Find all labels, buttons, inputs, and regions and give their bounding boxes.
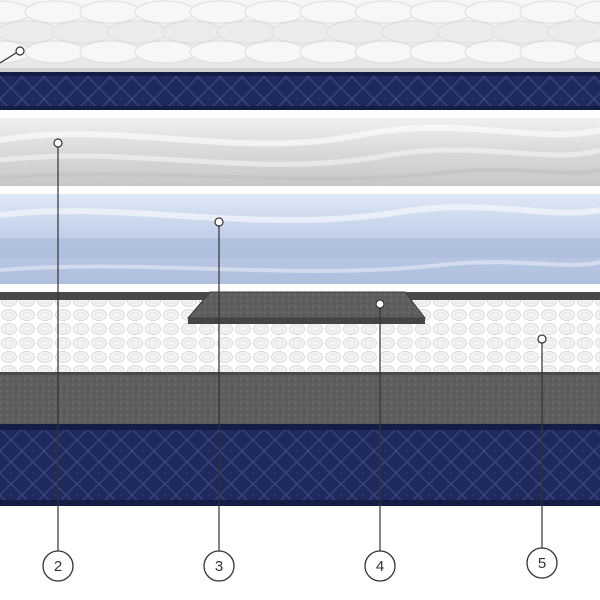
- quilt-bump: [574, 0, 600, 24]
- quilt-bump: [24, 0, 86, 24]
- callout-3-label: 3: [215, 558, 223, 575]
- quilt-bump: [491, 20, 553, 44]
- callout-5-anchor: [537, 334, 547, 344]
- callout-4-label: 4: [376, 558, 384, 575]
- layer-gel-foam: [0, 194, 600, 284]
- layer-memory-foam: [0, 118, 600, 186]
- callout-4-anchor: [375, 299, 385, 309]
- quilt-bump: [51, 20, 113, 44]
- callout-2-label: 2: [54, 558, 62, 575]
- quilt-bump: [326, 20, 388, 44]
- quilt-bump: [244, 0, 306, 24]
- quilt-bump: [464, 40, 526, 64]
- callout-1-leader: [0, 46, 25, 64]
- callout-5-badge: [526, 547, 558, 579]
- quilt-bump: [79, 40, 141, 64]
- quilt-bump: [216, 20, 278, 44]
- quilt-bump: [519, 0, 581, 24]
- quilt-bump: [299, 0, 361, 24]
- quilt-bump: [0, 20, 58, 44]
- quilt-bump: [464, 0, 526, 24]
- quilt-bump: [189, 0, 251, 24]
- callout-4: 4: [364, 299, 396, 582]
- quilt-bump: [409, 0, 471, 24]
- layer-base-foam: [0, 372, 600, 424]
- callout-3-badge: [203, 550, 235, 582]
- quilt-bump: [519, 40, 581, 64]
- layer-top-pillow: [0, 0, 600, 72]
- callout-2-badge: [42, 550, 74, 582]
- quilt-bump: [161, 20, 223, 44]
- layer-top-border: [0, 72, 600, 110]
- quilt-bump: [381, 20, 443, 44]
- callout-2: 2: [42, 138, 74, 582]
- quilt-bump: [574, 40, 600, 64]
- quilt-bump: [134, 40, 196, 64]
- callout-3-anchor: [214, 217, 224, 227]
- quilt-bump: [299, 40, 361, 64]
- callout-4-badge: [364, 550, 396, 582]
- callout-5: 5: [526, 334, 558, 579]
- quilt-bump: [354, 40, 416, 64]
- quilted-clouds: [0, 0, 600, 64]
- quilt-bump: [79, 0, 141, 24]
- callout-3: 3: [203, 217, 235, 582]
- callout-2-anchor: [53, 138, 63, 148]
- quilt-bump: [189, 40, 251, 64]
- callout-5-label: 5: [538, 555, 546, 572]
- quilt-bump: [24, 40, 86, 64]
- quilt-bump: [106, 20, 168, 44]
- quilt-bump: [354, 0, 416, 24]
- quilt-bump: [134, 0, 196, 24]
- quilt-bump: [409, 40, 471, 64]
- layer-bottom-border: [0, 424, 600, 506]
- layer-foam-insert: [186, 291, 427, 324]
- quilt-bump: [546, 20, 600, 44]
- quilt-bump: [271, 20, 333, 44]
- quilt-bump: [244, 40, 306, 64]
- quilt-bump: [436, 20, 498, 44]
